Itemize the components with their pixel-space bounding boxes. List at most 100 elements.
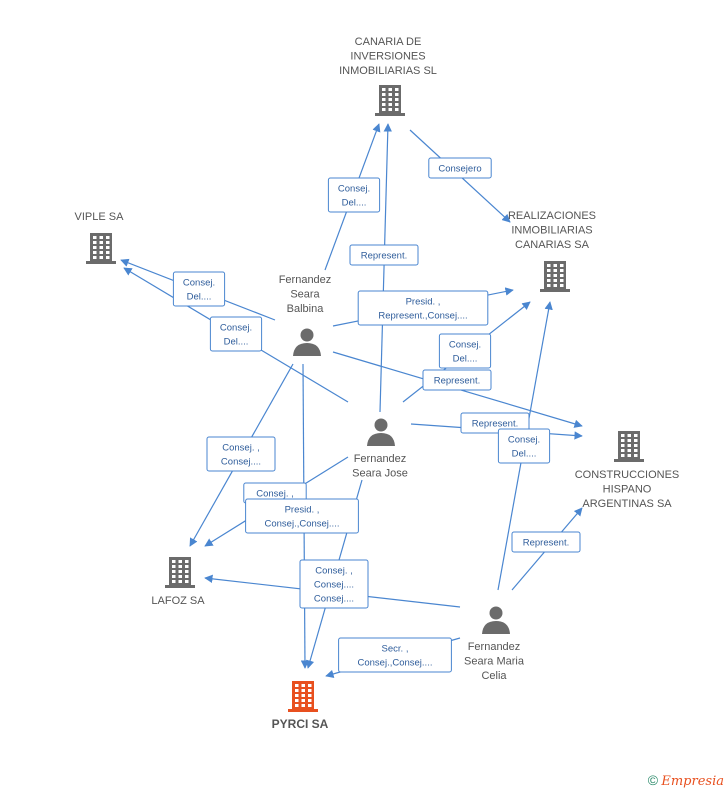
edge-label-box <box>299 559 369 609</box>
edge-label-balbina-lafoz[interactable]: Consej. , Consej.... <box>206 436 276 472</box>
node-label: Seara Jose <box>352 468 408 480</box>
edge-label-box <box>422 369 492 391</box>
edge-label-jose-viple[interactable]: Consej. Del.... <box>209 316 263 352</box>
node-label: Balbina <box>287 303 325 315</box>
edge-label-jose-lafoz[interactable]: Consej. , <box>243 482 307 504</box>
node-label: Seara Maria <box>464 656 525 668</box>
node-label: CANARIA DE <box>355 36 422 48</box>
edge-label-canaria-realizaciones[interactable]: Consejero <box>428 157 492 179</box>
node-label: ARGENTINAS SA <box>582 498 672 510</box>
edge-label-balbina-construcciones[interactable]: Represent. <box>422 369 492 391</box>
edge-label-line: Consej. <box>449 340 481 351</box>
node-label: INVERSIONES <box>350 51 425 63</box>
edge-label-box <box>172 271 226 307</box>
edge-labels-layer: Consej. Del.... Represent. ConsejeroConsej.… <box>172 157 581 673</box>
node-label: Fernandez <box>468 641 521 653</box>
edge-label-line: Presid. , <box>285 505 320 516</box>
edge-jose-canaria <box>379 123 392 413</box>
edge-label-line: Represent.,Consej.... <box>378 311 467 322</box>
edge-label-line: Del.... <box>224 337 249 348</box>
building-icon <box>375 85 405 116</box>
edge-label-celia-construcciones[interactable]: Represent. <box>511 531 581 553</box>
node-pyrci[interactable]: PYRCI SA <box>272 681 329 731</box>
building-icon <box>86 233 116 264</box>
node-viple[interactable]: VIPLE SA <box>75 211 125 264</box>
edge-label-line: Consej.... <box>314 594 354 605</box>
edge-label-celia-realizaciones[interactable]: Consej. Del.... <box>497 428 551 464</box>
node-label: INMOBILIARIAS <box>511 225 592 237</box>
building-icon <box>540 261 570 292</box>
edge-label-line: Represent. <box>361 251 407 262</box>
edge-label-line: Presid. , <box>406 297 441 308</box>
edge-label-balbina-pyrci[interactable]: Presid. , Consej.,Consej.... <box>245 498 359 534</box>
person-icon <box>482 606 510 634</box>
node-label: Seara <box>290 289 320 301</box>
edge-label-line: Consej. <box>183 278 215 289</box>
edge-label-line: Consejero <box>438 164 481 175</box>
person-icon <box>367 418 395 446</box>
edge-label-line: Represent. <box>523 538 569 549</box>
edge-label-box <box>428 157 492 179</box>
edge-label-line: Secr. , <box>382 644 409 655</box>
node-label: HISPANO <box>603 484 652 496</box>
edge-label-box <box>327 177 381 213</box>
edge-label-line: Represent. <box>472 419 518 430</box>
edge-label-balbina-canaria[interactable]: Consej. Del.... <box>327 177 381 213</box>
edge-label-line: Consej. <box>508 435 540 446</box>
node-construcciones[interactable]: CONSTRUCCIONES HISPANO ARGENTINAS SA <box>575 431 680 510</box>
edge-label-line: Del.... <box>187 292 212 303</box>
edge-label-box <box>497 428 551 464</box>
node-label: CONSTRUCCIONES <box>575 469 680 481</box>
building-icon <box>288 681 318 712</box>
node-label: VIPLE SA <box>75 211 125 223</box>
edge-label-jose-construcciones[interactable]: Represent. <box>460 412 530 434</box>
edge-label-box <box>349 244 419 266</box>
edge-label-box <box>511 531 581 553</box>
edge-label-balbina-realizaciones[interactable]: Presid. , Represent.,Consej.... <box>357 290 489 326</box>
node-label: INMOBILIARIAS SL <box>339 65 437 77</box>
edge-label-line: Del.... <box>512 449 537 460</box>
edge-label-line: Consej. , <box>315 566 353 577</box>
node-realizaciones[interactable]: REALIZACIONES INMOBILIARIAS CANARIAS SA <box>508 210 596 292</box>
nodes-layer: CANARIA DE INVERSIONES INMOBILIARIAS SL VIP… <box>75 36 680 731</box>
node-label: CANARIAS SA <box>515 239 590 251</box>
brand-logo[interactable]: Empresia <box>661 774 724 789</box>
edge-label-box <box>460 412 530 434</box>
edge-label-box <box>438 333 492 369</box>
edge-label-box <box>357 290 489 326</box>
copyright-symbol: © <box>647 772 659 788</box>
person-icon <box>293 328 321 356</box>
edge-label-box <box>209 316 263 352</box>
edge-label-line: Consej. , <box>222 443 260 454</box>
edge-label-celia-pyrci[interactable]: Secr. , Consej.,Consej.... <box>338 637 452 673</box>
edge-label-jose-realizaciones[interactable]: Consej. Del.... <box>438 333 492 369</box>
node-canaria[interactable]: CANARIA DE INVERSIONES INMOBILIARIAS SL <box>339 36 437 116</box>
edge-label-box <box>206 436 276 472</box>
edge-label-balbina-viple[interactable]: Consej. Del.... <box>172 271 226 307</box>
node-label: Fernandez <box>279 274 332 286</box>
edge-label-box <box>338 637 452 673</box>
edge-label-line: Del.... <box>342 198 367 209</box>
footer: © Empresia <box>648 772 724 789</box>
node-label: REALIZACIONES <box>508 210 596 222</box>
edge-label-line: Consej.... <box>221 457 261 468</box>
edge-label-line: Represent. <box>434 376 480 387</box>
edge-label-line: Consej. <box>220 323 252 334</box>
edge-label-line: Del.... <box>453 354 478 365</box>
building-icon <box>614 431 644 462</box>
node-lafoz[interactable]: LAFOZ SA <box>151 557 205 607</box>
edge-label-jose-pyrci[interactable]: Consej. , Consej.... Consej.... <box>299 559 369 609</box>
node-label: PYRCI SA <box>272 717 329 731</box>
edge-label-line: Consej.,Consej.... <box>265 519 340 530</box>
edge-label-line: Consej.... <box>314 580 354 591</box>
edge-label-jose-canaria[interactable]: Represent. <box>349 244 419 266</box>
node-label: LAFOZ SA <box>151 595 205 607</box>
node-label: Fernandez <box>354 453 407 465</box>
edge-label-line: Consej. <box>338 184 370 195</box>
building-icon <box>165 557 195 588</box>
edge-label-line: Consej.,Consej.... <box>358 658 433 669</box>
